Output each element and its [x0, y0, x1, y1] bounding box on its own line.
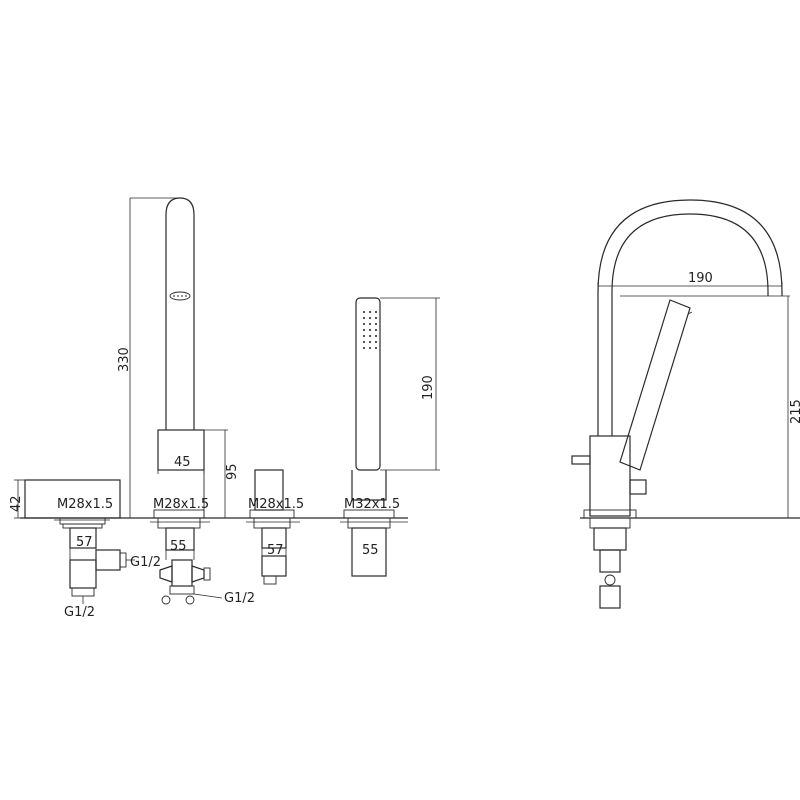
handset	[340, 297, 440, 577]
dim-190-handset: 190	[421, 375, 436, 400]
dim-215: 215	[789, 399, 800, 424]
dim-42: 42	[9, 495, 24, 512]
dim-190-spout: 190	[688, 271, 713, 286]
thread-label-d: M32x1.5	[344, 497, 400, 512]
valve-third	[246, 469, 300, 585]
thread-label-b: M28x1.5	[153, 497, 209, 512]
g12-label-b: G1/2	[64, 605, 95, 620]
side-view	[571, 199, 800, 609]
thread-label-c: M28x1.5	[248, 497, 304, 512]
dim-95: 95	[225, 463, 240, 480]
dim-330: 330	[117, 347, 132, 372]
width-label-57a: 57	[76, 535, 93, 550]
dim-45: 45	[174, 455, 191, 470]
g12-label-c: G1/2	[224, 591, 255, 606]
thread-label-a: M28x1.5	[57, 497, 113, 512]
width-label-57c: 57	[267, 543, 284, 558]
valve-left	[14, 479, 135, 604]
width-label-55b: 55	[170, 539, 187, 554]
riser-column	[129, 197, 228, 605]
width-label-55d: 55	[362, 543, 379, 558]
spray-pattern	[362, 310, 378, 350]
g12-label-a: G1/2	[130, 555, 161, 570]
